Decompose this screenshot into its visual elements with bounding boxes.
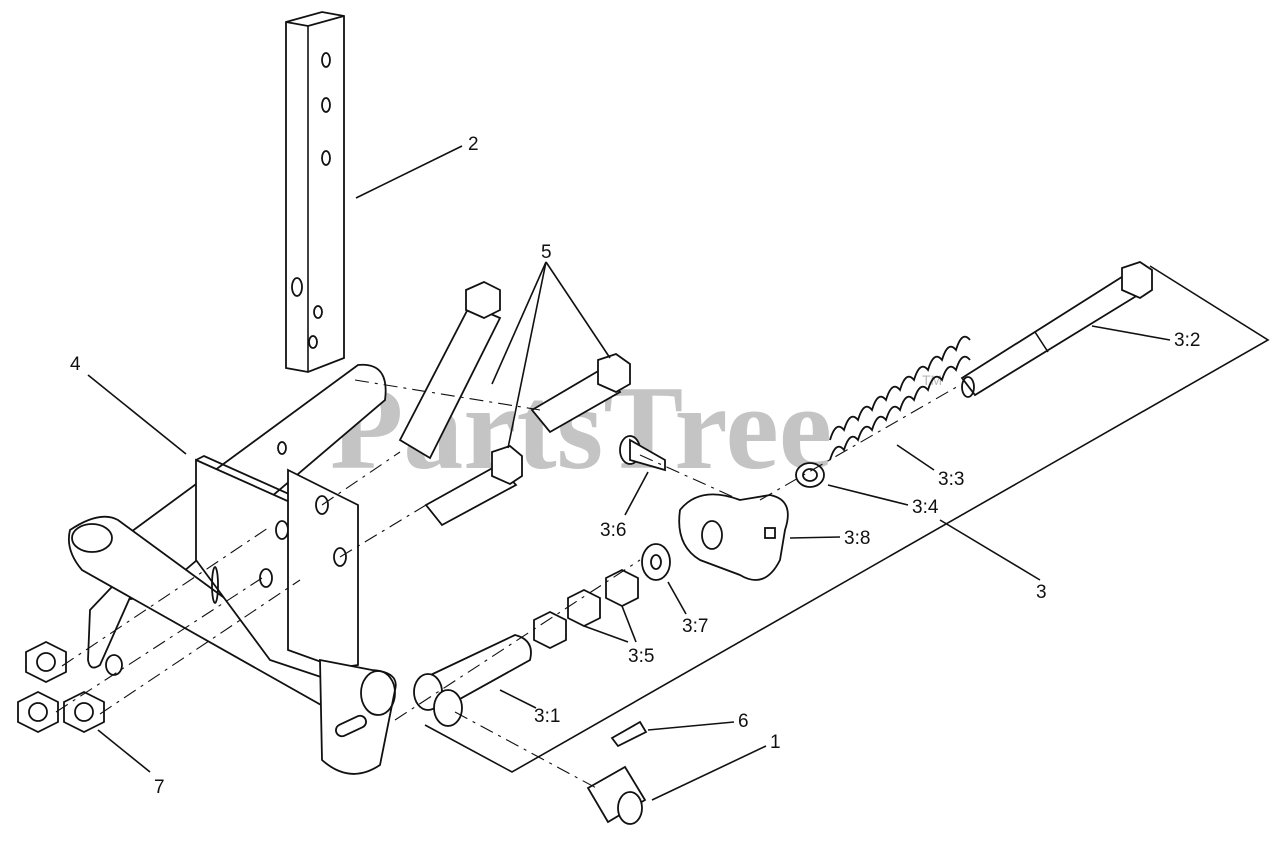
callout-3-5: 3:5 (628, 646, 654, 667)
part-7-nut-2[interactable] (17, 690, 59, 734)
callout-3-3: 3:3 (938, 469, 964, 490)
part-3-2-long-bolt[interactable] (960, 261, 1153, 398)
part-4-bracket[interactable] (67, 305, 397, 775)
part-3-4-bushing[interactable] (795, 462, 825, 488)
callout-2: 2 (468, 134, 479, 155)
part-3-8-cam[interactable] (678, 493, 789, 581)
callout-7: 7 (154, 777, 165, 798)
callout-6: 6 (738, 711, 749, 732)
part-3-5-nut-1[interactable] (533, 610, 567, 650)
part-2-vertical-tube[interactable] (285, 11, 345, 373)
callout-3-6: 3:6 (600, 520, 626, 541)
callout-1: 1 (770, 732, 781, 753)
callout-3: 3 (1036, 582, 1047, 603)
part-5-bolt-upper-right[interactable] (530, 353, 631, 434)
callout-5: 5 (541, 242, 552, 263)
part-3-5-nut-3[interactable] (605, 568, 639, 608)
callout-3-1: 3:1 (534, 706, 560, 727)
part-3-3-spring[interactable] (829, 335, 971, 461)
part-3-5-nut-2[interactable] (567, 588, 601, 628)
part-3-6-carriage-bolt[interactable] (619, 435, 666, 472)
callout-3-7: 3:7 (682, 616, 708, 637)
callouts: 2 5 4 3:2 3:3 3:4 3:6 3:8 3 3:7 3:5 3:1 … (70, 134, 1200, 798)
center-lines (55, 379, 961, 791)
part-3-7-washer[interactable] (641, 543, 671, 581)
part-5-bolt-lower[interactable] (424, 444, 523, 527)
part-7-nut-1[interactable] (25, 640, 67, 684)
part-7-nut-3[interactable] (63, 690, 105, 734)
callout-3-8: 3:8 (844, 528, 870, 549)
leader-lines (87, 145, 1270, 801)
callout-4: 4 (70, 354, 81, 375)
part-5-bolt-upper-left[interactable] (398, 281, 502, 460)
part-1-clevis-pin[interactable] (586, 765, 647, 825)
callout-3-4: 3:4 (912, 497, 939, 518)
part-6-cotter-pin[interactable] (610, 720, 648, 748)
part-3-1-clevis[interactable] (413, 634, 532, 727)
callout-3-2: 3:2 (1174, 330, 1200, 351)
